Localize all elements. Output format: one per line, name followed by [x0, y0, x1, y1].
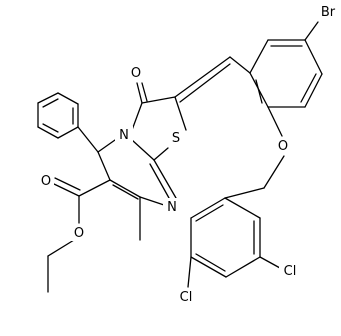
atom-ester-carbonyl-oxygen: O — [41, 174, 51, 189]
atom-sulfur: S — [172, 131, 180, 146]
bond — [131, 102, 143, 131]
bond — [42, 123, 59, 133]
bond — [263, 155, 285, 189]
bond — [174, 56, 231, 98]
bond — [139, 196, 165, 206]
bond — [54, 177, 81, 191]
bond — [255, 79, 263, 104]
bond — [78, 179, 111, 197]
bond — [259, 256, 281, 269]
atom-ester-oxygen: O — [74, 226, 84, 241]
bonds — [37, 21, 323, 293]
bond — [195, 204, 224, 222]
bond — [267, 106, 283, 137]
bond — [153, 159, 177, 199]
bond — [131, 139, 155, 161]
atom-imine-nitrogen: N — [167, 200, 177, 215]
bond — [57, 126, 79, 139]
bond — [179, 63, 231, 103]
bond — [141, 96, 176, 104]
atom-labels: Br O N S O N O O Cl Cl — [38, 3, 339, 305]
bond — [42, 98, 59, 108]
bond — [195, 253, 226, 272]
bond — [109, 179, 141, 198]
bond — [77, 126, 99, 153]
bond — [37, 92, 59, 104]
bond — [141, 82, 148, 102]
bond — [97, 151, 111, 181]
bond — [112, 184, 139, 200]
atom-bromine: Br — [321, 5, 336, 20]
atom-chlorine-para: Cl — [180, 290, 193, 305]
bond — [300, 73, 317, 103]
bond — [37, 126, 59, 139]
bond — [149, 163, 170, 199]
bond — [224, 187, 265, 199]
bond — [229, 56, 251, 74]
bond — [190, 197, 226, 219]
bond — [304, 21, 319, 41]
bond — [136, 82, 143, 104]
atom-chlorine-ortho: Cl — [284, 264, 297, 279]
bond — [304, 39, 323, 75]
bond — [97, 139, 116, 153]
bond — [190, 256, 227, 278]
atom-carbonyl-oxygen: O — [131, 66, 141, 81]
bond — [224, 197, 261, 219]
bond — [174, 96, 187, 131]
bond — [225, 256, 261, 278]
bond — [249, 39, 269, 74]
bond — [47, 239, 75, 257]
atom-nitrogen: N — [119, 128, 129, 143]
bond — [153, 147, 169, 161]
bond — [53, 183, 80, 197]
bond — [57, 92, 79, 105]
atom-ether-oxygen: O — [278, 139, 288, 154]
bond — [187, 256, 192, 288]
bond — [304, 73, 323, 108]
